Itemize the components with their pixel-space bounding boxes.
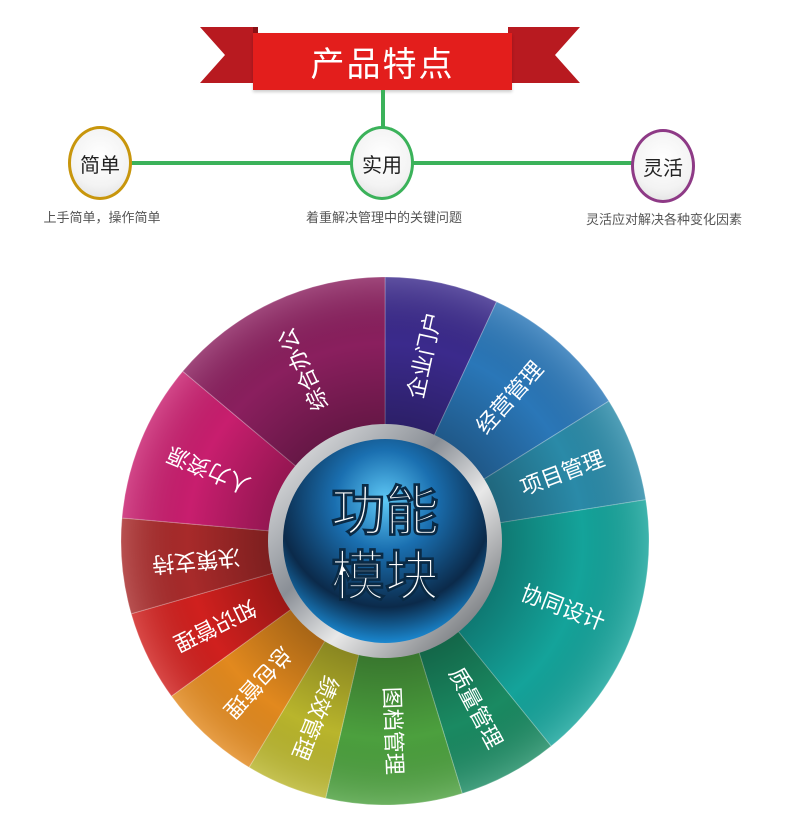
feature-label: 灵活 bbox=[643, 155, 683, 180]
connector-line bbox=[381, 90, 385, 134]
feature-label: 简单 bbox=[80, 152, 120, 177]
wheel-segment-label: 图档管理 bbox=[378, 686, 406, 775]
feature-desc: 着重解决管理中的关键问题 bbox=[305, 211, 463, 226]
feature-label: 实用 bbox=[362, 152, 402, 177]
section-title-banner: 产品特点 bbox=[253, 33, 512, 90]
feature-simple: 简单 bbox=[68, 126, 132, 200]
feature-desc: 灵活应对解决各种变化因素 bbox=[585, 213, 743, 228]
feature-practical: 实用 bbox=[350, 126, 414, 200]
feature-desc: 上手简单，操作简单 bbox=[43, 211, 161, 226]
center-hub bbox=[283, 439, 487, 643]
center-title-line2: 模块 bbox=[331, 545, 439, 608]
ribbon-tails bbox=[200, 27, 580, 83]
section-title: 产品特点 bbox=[310, 45, 455, 85]
feature-flexible: 灵活 bbox=[631, 129, 695, 203]
center-title-line1: 功能 bbox=[331, 480, 439, 543]
